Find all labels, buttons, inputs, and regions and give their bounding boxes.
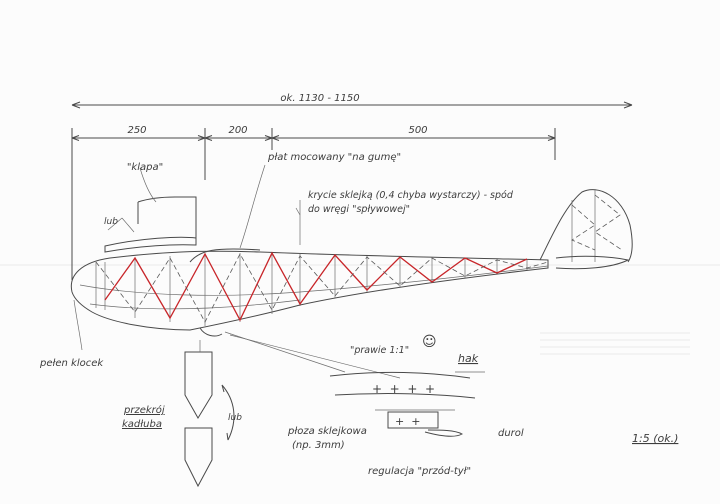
smiley-icon: ☺ (422, 334, 437, 350)
leader-lines (73, 164, 401, 379)
hook-label: hak (458, 352, 479, 365)
front-length-label: 250 (127, 125, 146, 136)
wing-mount-label: płat mocowany "na gumę" (267, 152, 401, 163)
covering-label-2: do wręgi "spływowej" (308, 204, 410, 215)
dashed-diagonals (95, 253, 549, 323)
adjust-label: regulacja "przód-tył" (368, 465, 471, 477)
section-label-1: przekrój (123, 404, 165, 416)
construction-lines (0, 264, 720, 355)
solid-block-label: pełen klocek (39, 358, 104, 369)
segment-dimensions: 250 200 500 (71, 125, 556, 280)
flap-drawing: "klapa" lub (104, 162, 197, 253)
adjust-screws: + + (395, 415, 420, 428)
dural-label: durol (498, 428, 524, 439)
scale-label: 1:5 (ok.) (632, 432, 678, 445)
rear-length-label: 500 (408, 125, 427, 136)
almost-scale-label: "prawie 1:1" (350, 345, 409, 356)
screw-marks: + + + + (372, 382, 435, 396)
section-views (184, 340, 235, 488)
section-label-2: kadłuba (122, 419, 162, 430)
or-label-bottom: lub (228, 413, 242, 423)
plate-label-1: płoza sklejkowa (287, 426, 367, 437)
covering-label-1: krycie sklejką (0,4 chyba wystarczy) - s… (308, 190, 514, 201)
overall-length-label: ok. 1130 - 1150 (280, 93, 359, 104)
fuselage (70, 248, 549, 337)
plate-label-2: (np. 3mm) (292, 440, 345, 451)
overall-dimension: ok. 1130 - 1150 (71, 93, 633, 109)
or-label-top: lub (104, 217, 118, 227)
tail-fin (539, 189, 633, 270)
red-diagonal-bracing (104, 251, 528, 322)
truss-verticals (95, 253, 528, 326)
middle-length-label: 200 (228, 125, 247, 136)
hook-detail: + + + + + + (329, 371, 485, 437)
flap-label: "klapa" (127, 162, 163, 173)
